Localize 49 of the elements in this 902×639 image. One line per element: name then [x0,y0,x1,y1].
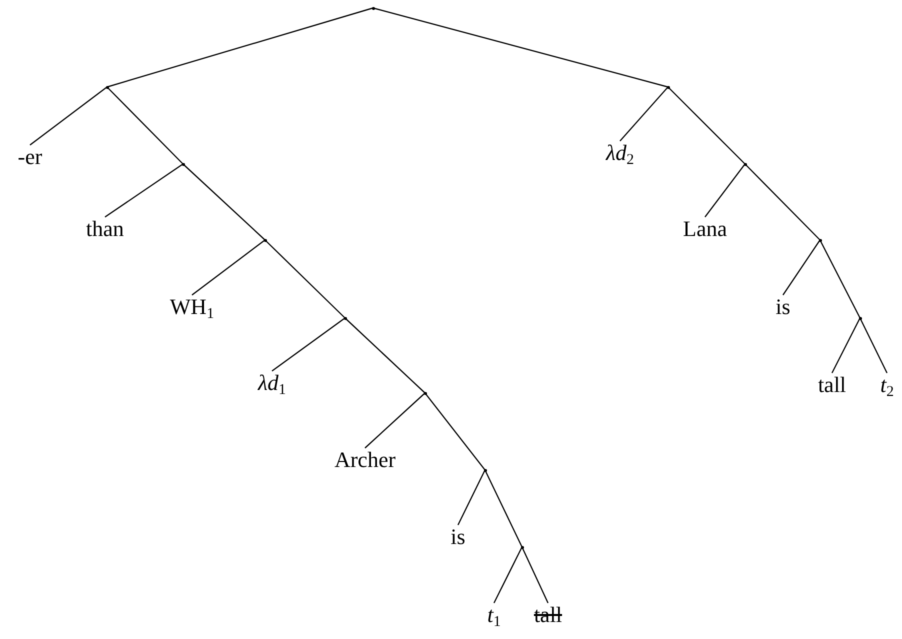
tree-branch [744,164,820,240]
tree-branch [104,164,184,218]
branch-point [424,392,426,394]
branch-point [858,316,862,320]
tree-branch [372,7,668,88]
tree-branch [782,240,820,296]
branch-point [372,6,374,10]
tree-branch [484,470,523,548]
tree-leaf-label: λd$_{1}$ [258,371,286,395]
tree-branch [344,318,426,394]
tree-branch [30,86,108,146]
tree-branch [364,392,426,448]
tree-branch [192,240,266,296]
branch-point [344,316,346,320]
branch-point [484,468,486,472]
tree-branch [620,86,668,142]
tree-leaf-label: t$_{1}$ [487,603,501,627]
tree-leaf-label: than [86,217,124,241]
tree-branch [424,392,486,470]
tree-branch [704,164,746,218]
tree-leaf-label: Lana [683,217,727,241]
tree-branch [521,546,549,604]
tree-leaf-label: tall [534,603,562,627]
tree-leaf-label: t$_{2}$ [880,373,894,397]
branch-point [666,86,670,88]
tree-branch [668,86,746,164]
tree-leaf-label: λd$_{2}$ [606,141,634,165]
tree-branch [272,318,346,372]
branch-point [520,546,524,548]
tree-branch [493,546,523,604]
branch-point [264,238,266,242]
tree-branch [264,240,346,318]
tree-leaf-label: Archer [334,448,396,472]
tree-branch [859,318,888,374]
branch-point [744,162,746,166]
branch-point [818,238,822,242]
tree-branch [819,240,861,318]
tree-branch [106,86,184,164]
tree-leaf-label: -er [18,145,42,169]
branch-point [106,86,108,88]
tree-branch [106,7,374,88]
tree-leaf-label: tall [818,373,846,397]
tree-leaf-label: is [776,295,790,319]
branch-point [182,162,184,166]
tree-branch [182,164,266,240]
tree-branch [457,470,486,526]
tree-leaf-label: is [450,525,466,549]
tree-branch [831,318,861,374]
tree-leaf-label: WH$_{1}$ [170,295,214,319]
